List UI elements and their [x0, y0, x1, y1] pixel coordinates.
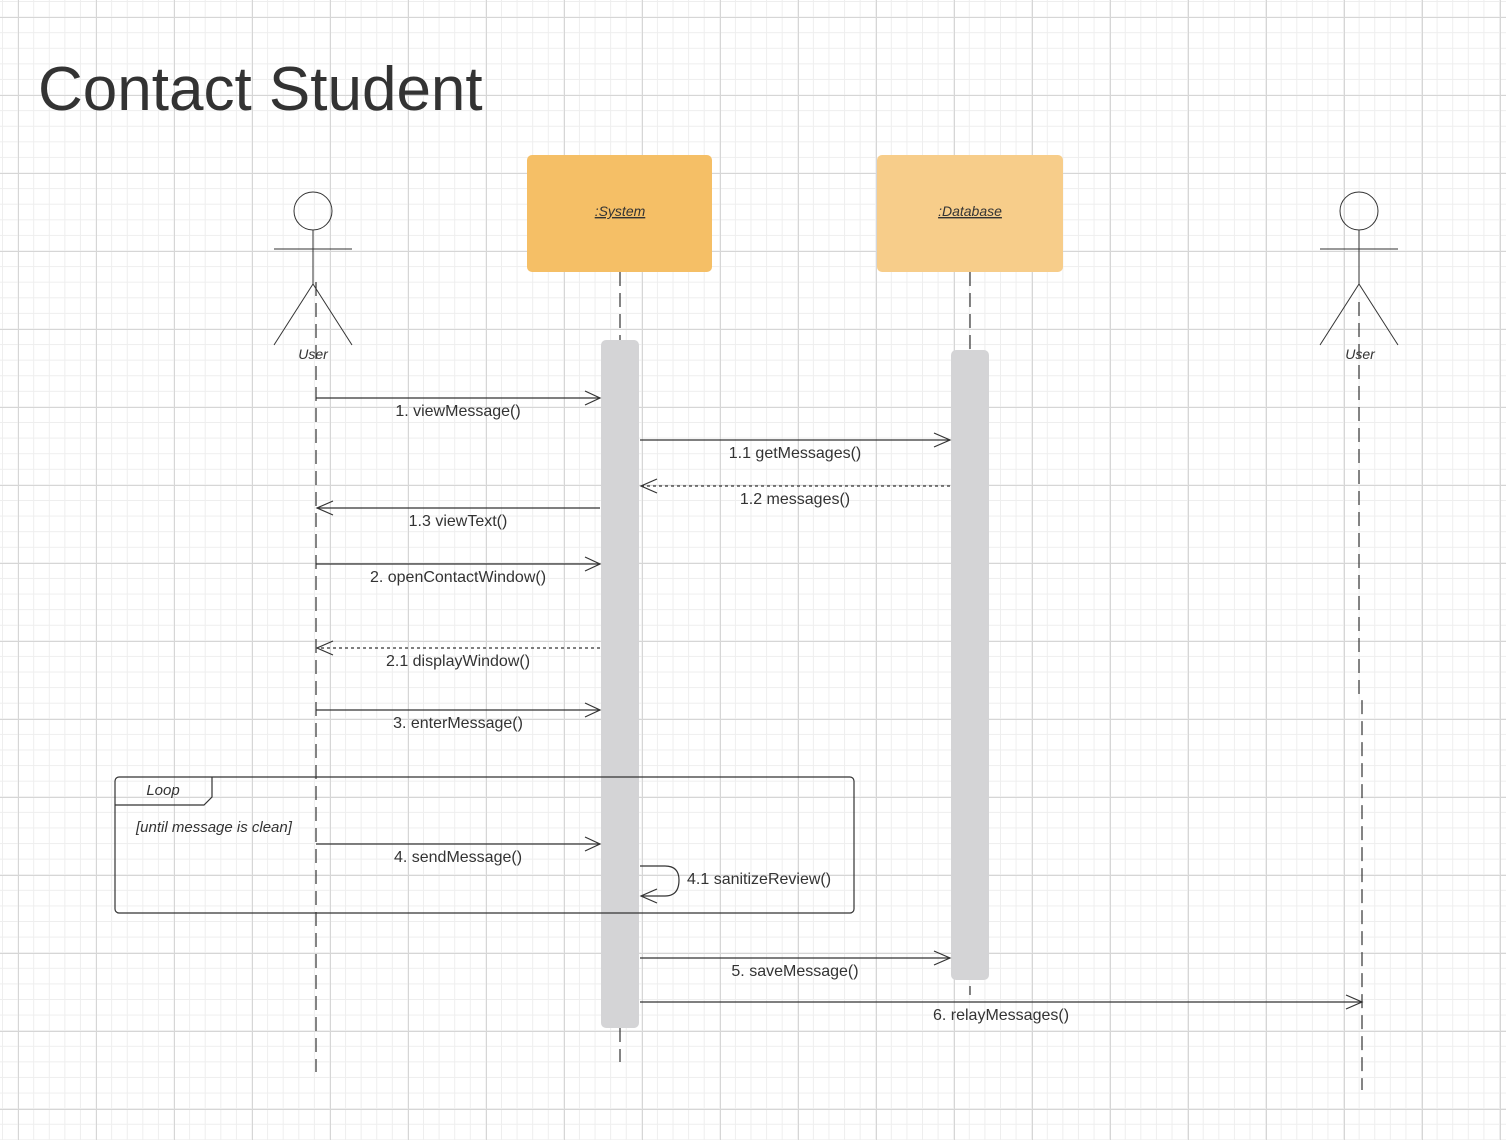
open-arrowhead-icon [315, 500, 334, 516]
message-2-label: 2. openContactWindow() [370, 569, 546, 586]
actor-user-left-label: User [298, 346, 329, 362]
message-1-3-label: 1.3 viewText() [409, 513, 508, 530]
stick-figure-icon [1319, 191, 1399, 346]
open-arrowhead-icon [584, 702, 602, 718]
loop-frame-border [114, 776, 855, 914]
message-1-1-label: 1.1 getMessages() [729, 445, 862, 462]
open-arrowhead-icon [639, 888, 658, 904]
message-6-label: 6. relayMessages() [933, 1007, 1069, 1024]
open-arrowhead-icon [315, 640, 334, 656]
open-arrowhead-icon [933, 432, 952, 448]
message-1-3[interactable]: 1.3 viewText() [315, 500, 600, 530]
message-1-2-label: 1.2 messages() [740, 491, 850, 508]
diagram-title: Contact Student [38, 55, 483, 124]
message-4-1-label: 4.1 sanitizeReview() [687, 871, 831, 888]
database-object-box [877, 155, 1063, 272]
message-2[interactable]: 2. openContactWindow() [316, 556, 602, 586]
message-5[interactable]: 5. saveMessage() [640, 950, 952, 980]
loop-guard: [until message is clean] [135, 819, 293, 836]
system-object-label: :System [595, 203, 646, 219]
actor-user-right-label: User [1345, 346, 1376, 362]
system-object-box [527, 155, 712, 272]
open-arrowhead-icon [1345, 994, 1364, 1010]
open-arrowhead-icon [933, 950, 952, 966]
actor-user-right[interactable]: User [1319, 191, 1399, 362]
open-arrowhead-icon [584, 836, 602, 852]
loop-frame-tab [115, 777, 213, 806]
loop-frame[interactable]: Loop [until message is clean] [114, 776, 855, 914]
activation-system [601, 340, 639, 1028]
message-1[interactable]: 1. viewMessage() [316, 390, 602, 420]
message-3-label: 3. enterMessage() [393, 715, 523, 732]
message-4-1-loop-line [640, 865, 680, 897]
message-1-1[interactable]: 1.1 getMessages() [640, 432, 952, 462]
message-1-label: 1. viewMessage() [395, 403, 520, 420]
actor-user-left[interactable]: User [273, 191, 353, 362]
open-arrowhead-icon [584, 390, 602, 406]
lifeline-user-right [1358, 302, 1363, 1090]
message-3[interactable]: 3. enterMessage() [316, 702, 602, 732]
message-4-1[interactable]: 4.1 sanitizeReview() [639, 865, 831, 904]
message-2-1[interactable]: 2.1 displayWindow() [315, 640, 600, 670]
open-arrowhead-icon [584, 556, 602, 572]
message-2-1-label: 2.1 displayWindow() [386, 653, 530, 670]
message-4-label: 4. sendMessage() [394, 849, 522, 866]
stick-figure-icon [273, 191, 353, 346]
system-object[interactable]: :System [527, 155, 712, 272]
database-object-label: :Database [938, 203, 1002, 219]
activation-database [951, 350, 989, 980]
message-4[interactable]: 4. sendMessage() [316, 836, 602, 866]
message-5-label: 5. saveMessage() [731, 963, 858, 980]
open-arrowhead-icon [639, 478, 658, 494]
loop-frame-label: Loop [146, 782, 179, 799]
database-object[interactable]: :Database [877, 155, 1063, 272]
message-6[interactable]: 6. relayMessages() [640, 994, 1364, 1024]
message-1-2[interactable]: 1.2 messages() [639, 478, 950, 508]
